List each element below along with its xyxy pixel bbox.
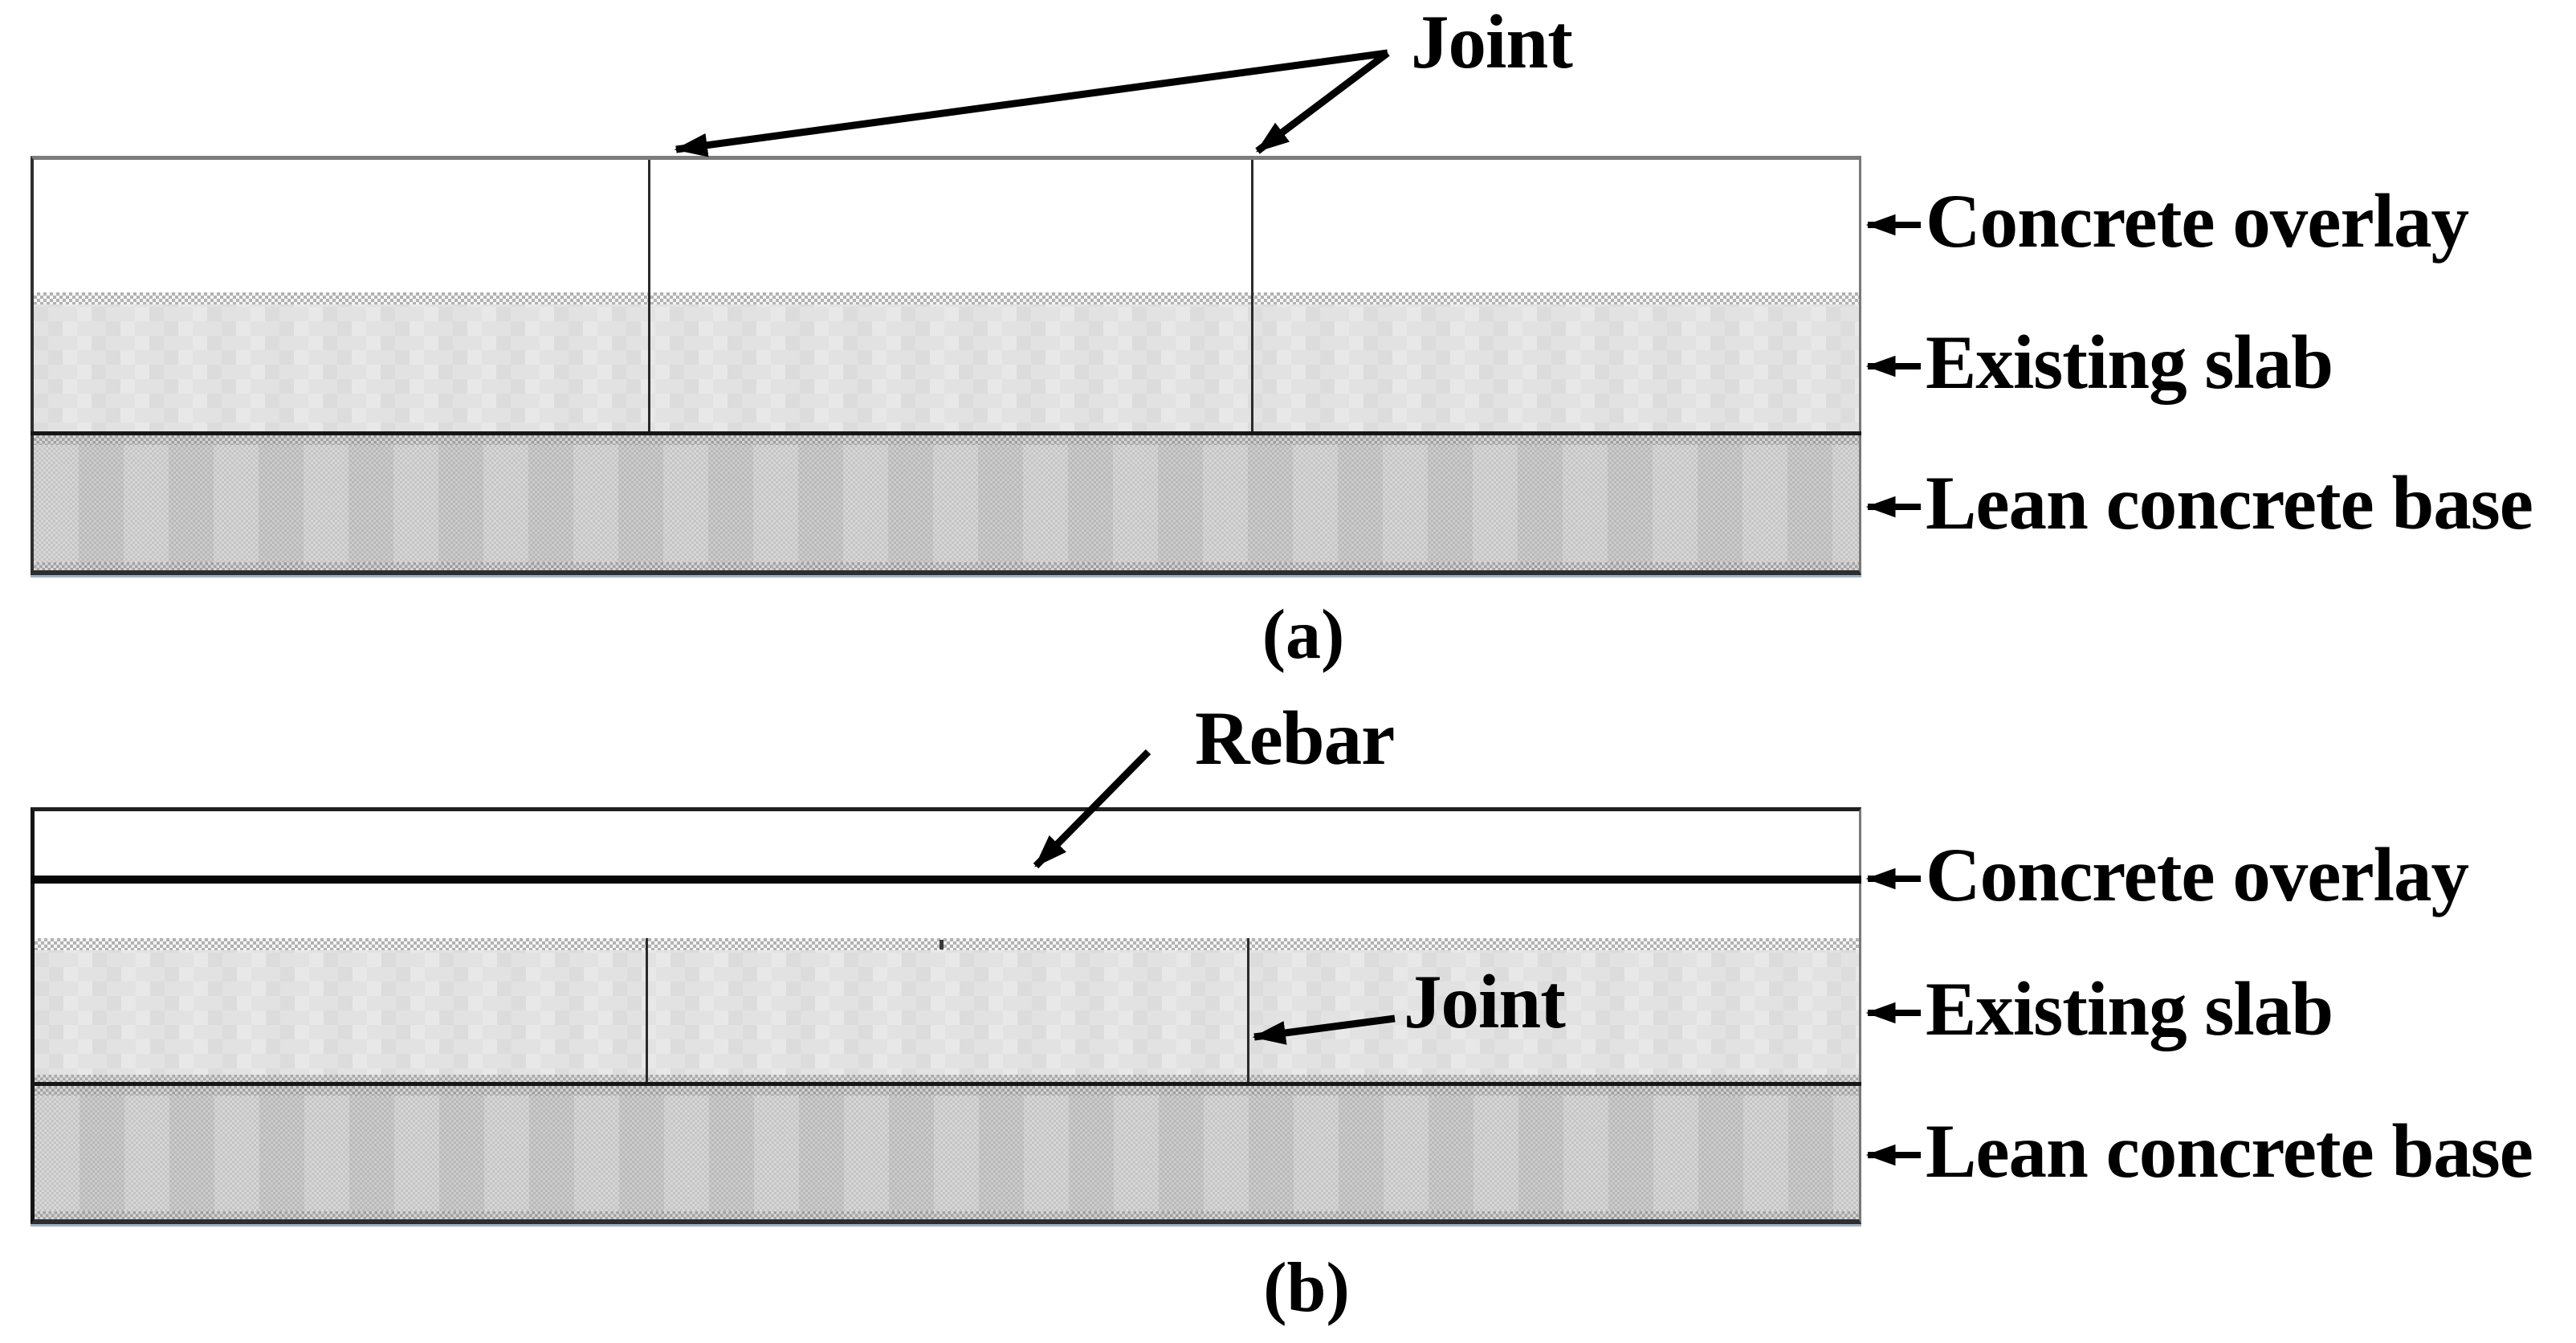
panel-a-label-existing-slab: Existing slab	[1926, 320, 2333, 405]
panel-a-joint-line-2	[1251, 160, 1253, 431]
panel-b-existing-slab-layer	[31, 938, 1861, 1082]
panel-a-base-top-dither-edge	[34, 435, 1859, 445]
panel-a-lean-concrete-base-layer	[31, 435, 1861, 575]
panel-a-existing-slab-layer	[31, 292, 1861, 431]
panel-b-lean-concrete-base-layer	[31, 1086, 1861, 1224]
joint-arrow-a1	[674, 49, 1388, 157]
panel-b-caption: (b)	[1263, 1249, 1350, 1327]
panel-b-label-lean-concrete-base: Lean concrete base	[1926, 1108, 2533, 1194]
panel-a-caption: (a)	[1262, 596, 1345, 674]
panel-a-label-lean-concrete-base: Lean concrete base	[1926, 460, 2533, 545]
panel-b-base-top-dither-edge	[35, 1086, 1859, 1096]
panel-b-slab-base-divider	[31, 1082, 1861, 1086]
panel-a-slab-top-dither-edge	[34, 292, 1859, 304]
panel-a-slab-base-divider	[31, 431, 1861, 435]
panel-b-slab-top-dither-edge	[35, 938, 1859, 950]
panel-a-base-bottom-dither-edge	[34, 562, 1859, 570]
panel-a-label-concrete-overlay: Concrete overlay	[1926, 178, 2469, 263]
panel-b-joint-line-2	[1247, 938, 1249, 1082]
panel-b-concrete-overlay-layer	[31, 807, 1861, 938]
panel-b-label-existing-slab: Existing slab	[1926, 966, 2333, 1051]
panel-a-concrete-overlay-layer	[31, 156, 1861, 292]
panel-b-slab-bottom-dither-edge	[35, 1075, 1859, 1082]
panel-b-joint-annotation: Joint	[1404, 959, 1566, 1044]
rebar-line	[31, 876, 1861, 884]
stray-mark	[940, 940, 944, 949]
panel-b-base-bottom-dither-edge	[35, 1211, 1859, 1219]
panel-a-joint-annotation: Joint	[1411, 0, 1573, 84]
rebar-annotation: Rebar	[1195, 696, 1395, 781]
joint-arrow-a2	[1255, 50, 1390, 154]
panel-b-label-concrete-overlay: Concrete overlay	[1926, 832, 2469, 917]
panel-a-joint-line-1	[648, 160, 650, 431]
panel-b-joint-line-1	[646, 938, 648, 1082]
